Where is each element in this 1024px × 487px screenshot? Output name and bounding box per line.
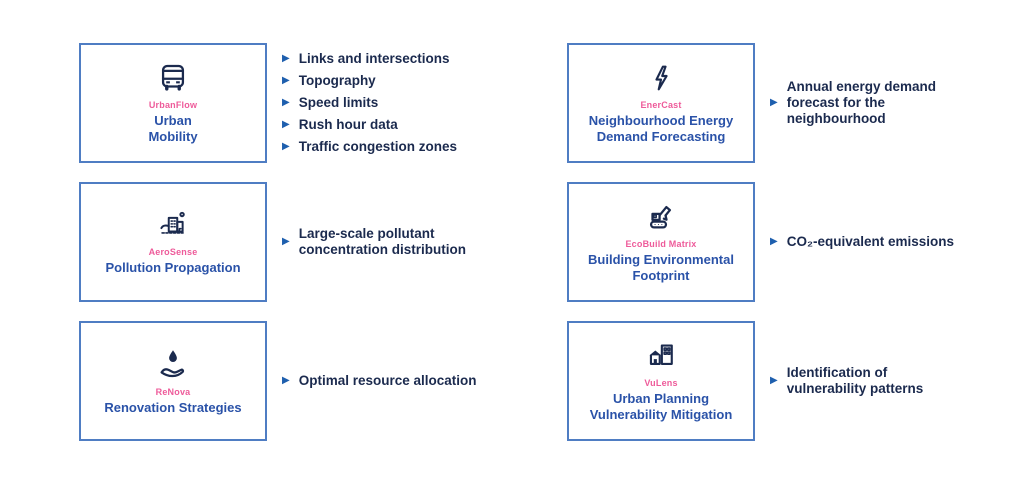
bullet-list: ▶ Annual energy demand forecast for the …	[770, 76, 936, 130]
list-item: ▶ CO₂-equivalent emissions	[770, 234, 954, 250]
triangle-bullet-icon: ▶	[282, 119, 290, 130]
bullet-list: ▶ Large-scale pollutant concentration di…	[282, 223, 466, 261]
list-item: ▶ Annual energy demand forecast for the …	[770, 79, 936, 127]
pollution-city-icon	[155, 208, 191, 242]
brand-label: ReNova	[155, 386, 191, 397]
list-item: ▶ Large-scale pollutant concentration di…	[282, 226, 466, 258]
module-title: Renovation Strategies	[104, 399, 242, 415]
bullet-text: Rush hour data	[298, 117, 398, 132]
bullet-list: ▶ CO₂-equivalent emissions	[770, 231, 954, 253]
triangle-bullet-icon: ▶	[282, 75, 290, 86]
module-title: Neighbourhood Energy Demand Forecasting	[588, 112, 734, 144]
buildings-icon	[643, 339, 679, 373]
brand-label: UrbanFlow	[148, 99, 198, 110]
module-cell-energy-forecasting: EnerCast Neighbourhood Energy Demand For…	[567, 43, 936, 163]
module-title: Urban Planning Vulnerability Mitigation	[589, 390, 733, 422]
list-item: ▶ Traffic congestion zones	[282, 139, 457, 155]
module-cell-vulnerability-mitigation: VuLens Urban Planning Vulnerability Miti…	[567, 321, 923, 441]
triangle-bullet-icon: ▶	[282, 53, 290, 64]
brand-label: VuLens	[644, 377, 678, 388]
list-item: ▶ Topography	[282, 73, 457, 89]
hand-water-drop-icon	[155, 346, 191, 382]
module-cell-pollution-propagation: AeroSense Pollution Propagation ▶ Large-…	[79, 182, 466, 302]
brand-label: EnerCast	[640, 99, 682, 110]
excavator-icon	[643, 200, 679, 234]
bus-icon	[156, 61, 190, 95]
module-title: Pollution Propagation	[105, 259, 241, 275]
list-item: ▶ Rush hour data	[282, 117, 457, 133]
brand-label: EcoBuild Matrix	[625, 238, 697, 249]
module-card-building-footprint: EcoBuild Matrix Building Environmental F…	[567, 182, 755, 302]
bullet-text: Traffic congestion zones	[298, 139, 457, 154]
bullet-list: ▶ Links and intersections ▶ Topography ▶…	[282, 48, 457, 158]
module-title: Urban Mobility	[148, 112, 198, 144]
list-item: ▶ Optimal resource allocation	[282, 373, 477, 389]
triangle-bullet-icon: ▶	[282, 375, 290, 386]
bullet-text: Links and intersections	[298, 51, 450, 66]
bullet-text: Large-scale pollutant concentration dist…	[298, 226, 466, 257]
bullet-text: Annual energy demand forecast for the ne…	[786, 79, 936, 126]
bullet-list: ▶ Identification of vulnerability patter…	[770, 362, 923, 400]
triangle-bullet-icon: ▶	[282, 236, 290, 247]
triangle-bullet-icon: ▶	[282, 97, 290, 108]
bullet-text: Identification of vulnerability patterns	[786, 365, 924, 396]
bullet-text: Optimal resource allocation	[298, 373, 477, 388]
lightning-bolt-icon	[645, 61, 677, 95]
triangle-bullet-icon: ▶	[770, 375, 778, 386]
bullet-list: ▶ Optimal resource allocation	[282, 370, 477, 392]
bullet-text: Speed limits	[298, 95, 379, 110]
module-card-renovation-strategies: ReNova Renovation Strategies	[79, 321, 267, 441]
list-item: ▶ Speed limits	[282, 95, 457, 111]
brand-label: AeroSense	[148, 246, 198, 257]
module-cell-renovation-strategies: ReNova Renovation Strategies ▶ Optimal r…	[79, 321, 477, 441]
module-card-vulnerability-mitigation: VuLens Urban Planning Vulnerability Miti…	[567, 321, 755, 441]
module-title: Building Environmental Footprint	[588, 251, 734, 283]
list-item: ▶ Identification of vulnerability patter…	[770, 365, 923, 397]
triangle-bullet-icon: ▶	[770, 97, 778, 108]
module-cell-urban-mobility: UrbanFlow Urban Mobility ▶ Links and int…	[79, 43, 457, 163]
list-item: ▶ Links and intersections	[282, 51, 457, 67]
module-card-energy-forecasting: EnerCast Neighbourhood Energy Demand For…	[567, 43, 755, 163]
triangle-bullet-icon: ▶	[770, 236, 778, 247]
module-card-pollution-propagation: AeroSense Pollution Propagation	[79, 182, 267, 302]
triangle-bullet-icon: ▶	[282, 141, 290, 152]
bullet-text: CO₂-equivalent emissions	[786, 234, 954, 249]
bullet-text: Topography	[298, 73, 376, 88]
module-cell-building-footprint: EcoBuild Matrix Building Environmental F…	[567, 182, 954, 302]
module-card-urban-mobility: UrbanFlow Urban Mobility	[79, 43, 267, 163]
